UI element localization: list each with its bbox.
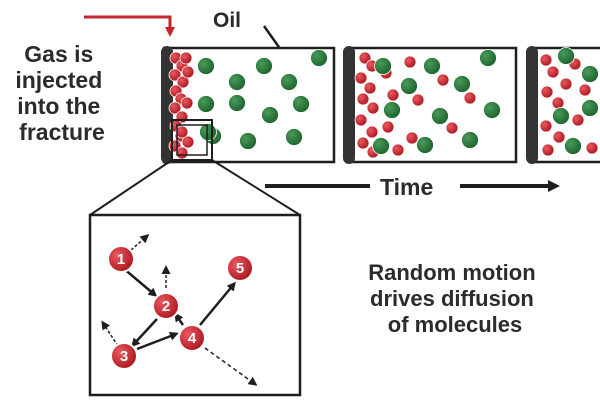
zoom-line-right (211, 159, 301, 216)
oil-molecule (552, 107, 570, 125)
oil-molecule (239, 132, 257, 150)
gas-molecule (181, 65, 195, 79)
oil-molecule (400, 77, 418, 95)
oil-molecule (199, 123, 217, 141)
molecule-3: 3 (110, 342, 138, 370)
diffusion-caption: Random motion drives diffusion of molecu… (368, 260, 542, 337)
diffusion-line-2: drives diffusion (370, 286, 534, 311)
gas-molecule (354, 71, 368, 85)
molecule-3-number: 3 (120, 348, 128, 365)
gas-molecule (445, 121, 459, 135)
gas-molecule (403, 55, 417, 69)
diffusion-line-3: of molecules (388, 312, 522, 337)
fracture-wall-3 (526, 46, 538, 164)
diffusion-line-1: Random motion (368, 260, 535, 285)
gas-injected-line-4: fracture (19, 119, 105, 145)
gas-injected-label: Gas is injected into the fracture (15, 41, 108, 145)
gas-molecule (391, 143, 405, 157)
oil-molecule (483, 101, 501, 119)
gas-molecule (540, 85, 554, 99)
gas-molecule (366, 101, 380, 115)
oil-molecule (255, 57, 273, 75)
molecules-layer (168, 47, 599, 160)
gas-molecule (356, 92, 370, 106)
gas-molecule (180, 96, 194, 110)
gas-molecule (578, 83, 592, 97)
gas-molecule (405, 131, 419, 145)
molecule-5-number: 5 (236, 260, 244, 277)
oil-molecule (292, 95, 310, 113)
gas-molecule (463, 91, 477, 105)
fracture-wall-2 (343, 46, 355, 164)
molecule-2: 2 (152, 292, 180, 320)
oil-molecule (228, 94, 246, 112)
oil-molecule (383, 101, 401, 119)
molecule-1-number: 1 (117, 251, 125, 268)
gas-injected-line-3: into the (17, 93, 100, 119)
oil-molecule (479, 49, 497, 67)
zoom-box-outer (171, 119, 213, 161)
oil-molecule (261, 106, 279, 124)
oil-molecule (453, 75, 471, 93)
gas-injected-line-1: Gas is (24, 41, 93, 67)
gas-molecule (571, 113, 585, 127)
oil-molecule (557, 47, 575, 65)
oil-molecule (564, 137, 582, 155)
gas-molecule (175, 125, 189, 139)
oil-molecule (581, 65, 599, 83)
gas-molecule (539, 119, 553, 133)
molecule-4-number: 4 (188, 330, 197, 347)
oil-molecule (372, 137, 390, 155)
gas-injected-line-2: injected (15, 67, 102, 93)
gas-molecule (559, 77, 573, 91)
gas-molecule (541, 143, 555, 157)
injection-arrow (84, 15, 175, 37)
oil-molecule (280, 73, 298, 91)
oil-molecule (416, 136, 434, 154)
oil-molecule (285, 128, 303, 146)
oil-molecule (228, 73, 246, 91)
molecule-5: 5 (226, 254, 254, 282)
gas-molecule (381, 120, 395, 134)
oil-molecule (461, 131, 479, 149)
gas-molecule (363, 81, 377, 95)
gas-molecule (365, 125, 379, 139)
gas-molecule (354, 113, 368, 127)
oil-molecule (197, 95, 215, 113)
gas-molecule (176, 75, 190, 89)
oil-molecule (581, 99, 599, 117)
zoom-box-inner (176, 124, 208, 156)
gas-molecule (179, 51, 193, 65)
oil-molecule (310, 49, 328, 67)
gas-molecule (539, 53, 553, 67)
gas-molecule (175, 146, 189, 160)
gas-molecule (168, 68, 182, 82)
time-label: Time (380, 174, 433, 200)
diffusion-arrows (101, 234, 258, 386)
gas-molecule (386, 88, 400, 102)
gas-molecule (552, 130, 566, 144)
oil-molecule (374, 57, 392, 75)
molecule-4: 4 (178, 324, 206, 352)
oil-molecule (423, 57, 441, 75)
gas-molecule (181, 135, 195, 149)
gas-molecule (168, 101, 182, 115)
zoom-line-left (89, 159, 173, 216)
oil-molecule (431, 107, 449, 125)
molecule-1: 1 (107, 245, 135, 273)
gas-molecule (411, 93, 425, 107)
gas-molecule (436, 73, 450, 87)
molecule-2-number: 2 (162, 298, 170, 315)
gas-molecule (356, 136, 370, 150)
gas-molecule (358, 51, 372, 65)
oil-molecule (197, 57, 215, 75)
gas-molecule (585, 141, 599, 155)
gas-molecule (546, 65, 560, 79)
oil-label: Oil (213, 9, 241, 32)
